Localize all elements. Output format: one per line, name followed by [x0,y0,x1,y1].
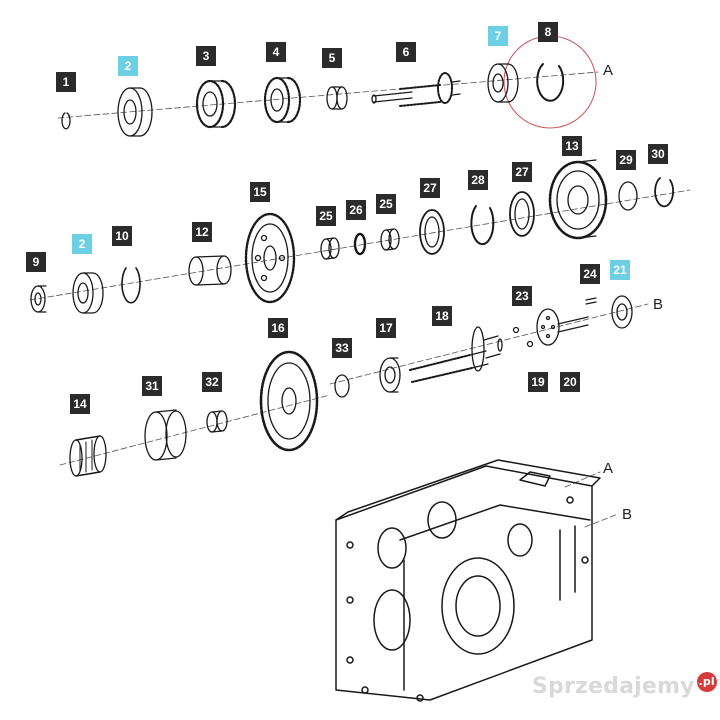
part-25-bushing-b [380,228,400,251]
part-27-ring-a [419,209,445,255]
callout-16: 16 [268,318,288,338]
part-30-circlip [654,177,675,208]
axis-line-row-3 [329,303,649,385]
part-24-bolt [585,297,597,305]
part-2-bearing [117,87,153,137]
callout-2b-highlighted: 2 [72,234,92,254]
callout-25b: 25 [376,194,396,214]
watermark-text: Sprzedajemy [532,674,695,699]
callout-13: 13 [562,136,582,156]
callout-15: 15 [250,182,270,202]
ref-letter-a-top: A [603,62,614,79]
callout-33: 33 [332,338,352,358]
callout-31: 31 [142,376,162,396]
callout-7-highlighted: 7 [488,26,508,46]
part-8-circlip [536,63,565,102]
part-33-washer [334,374,350,398]
part-25-bushing-a [320,237,340,260]
callout-3: 3 [196,46,216,66]
watermark-tld-badge: .pl [696,672,717,692]
callout-18: 18 [432,306,452,326]
part-21-seal [611,295,633,329]
callout-6: 6 [396,42,416,62]
part-4-gear [263,76,302,124]
callout-2-highlighted: 2 [118,56,138,76]
axis-line-row-4 [59,394,331,466]
part-20-stub [557,316,589,333]
part-12-sleeve [188,255,232,286]
callout-12: 12 [192,222,212,242]
callout-23: 23 [512,286,532,306]
part-27-ring-b [509,191,535,237]
part-1-snap-ring [61,112,71,130]
callout-20: 20 [560,372,580,392]
callout-25a: 25 [316,206,336,226]
part-2-bearing-lower [72,272,104,314]
callout-24: 24 [580,264,600,284]
callout-4: 4 [266,42,286,62]
part-13-gear [548,159,608,240]
part-23-pins [512,326,534,348]
gearbox-housing [335,459,601,702]
callout-27b: 27 [512,162,532,182]
callout-32: 32 [202,372,222,392]
callout-8: 8 [538,22,558,42]
callout-17: 17 [376,318,396,338]
callout-28: 28 [468,170,488,190]
callout-14: 14 [70,394,90,414]
part-19-flange [536,308,560,346]
callout-1: 1 [56,72,76,92]
ref-letter-b-housing: B [622,506,633,523]
part-14-bearing [69,435,107,477]
watermark: Sprzedajemy.pl [532,672,717,699]
part-10-ring [121,267,141,304]
ref-letter-b-mid: B [653,296,664,313]
callout-21-highlighted: 21 [610,260,630,280]
ref-letter-a-housing: A [603,460,614,477]
callout-19: 19 [528,372,548,392]
callout-10: 10 [112,226,132,246]
part-5-bushing [326,86,348,110]
part-26-oring [353,232,367,256]
part-9-seal [30,285,47,313]
part-17-bearing [379,357,401,393]
callout-26: 26 [346,200,366,220]
part-32-bushing [206,410,228,433]
part-6-shaft [371,72,461,107]
part-18-shaft [409,326,503,383]
callout-29: 29 [616,150,636,170]
axis-line-housing [564,471,619,528]
part-29-washer [618,181,638,211]
part-7-bearing [487,63,519,103]
callout-9: 9 [26,252,46,272]
part-15-gear [244,212,296,304]
callout-5: 5 [322,48,342,68]
callout-27a: 27 [420,178,440,198]
part-16-gear [259,350,319,452]
part-28-circlip [470,205,495,246]
part-3-gear [195,79,237,129]
part-31-hub [144,409,187,461]
callout-30: 30 [648,144,668,164]
